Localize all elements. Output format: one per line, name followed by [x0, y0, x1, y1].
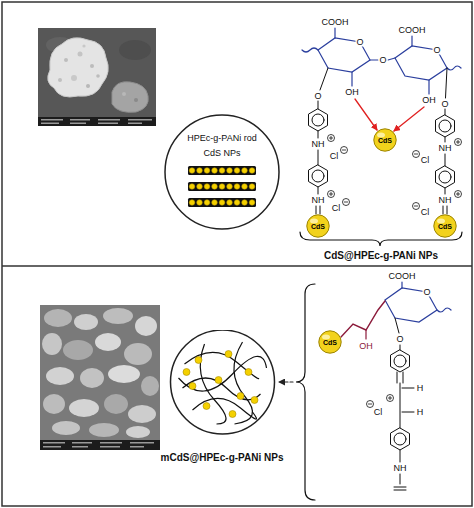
nanoparticle-dot — [212, 200, 218, 206]
chem-label: H — [417, 408, 424, 417]
chem-label: OH — [422, 96, 436, 105]
chem-label: NH — [394, 464, 407, 473]
nanoparticle-dot — [242, 184, 248, 190]
chem-label: Cl — [374, 408, 383, 417]
chem-label: O — [432, 46, 441, 55]
chem-label: O — [422, 288, 431, 297]
nanoparticle-dot — [219, 184, 225, 190]
nanoparticle-dot — [197, 184, 203, 190]
chem-label: O — [314, 92, 321, 101]
nanoparticle-dot — [245, 369, 252, 376]
chem-label: O — [396, 335, 403, 344]
chem-label: Cl — [332, 204, 341, 213]
magnified-circle — [164, 114, 280, 230]
chem-label: O — [378, 56, 387, 65]
nanoparticle-dot — [227, 200, 233, 206]
sem-image-bottom — [40, 305, 160, 450]
nanoparticle-dot — [195, 357, 202, 364]
nanoparticle-dot — [251, 397, 258, 404]
nanoparticle-dot — [197, 168, 203, 174]
nanoparticle-dot — [229, 411, 236, 418]
nanoparticle-dot — [249, 200, 255, 206]
polymer-chain — [192, 398, 256, 419]
nanoparticle-dot — [183, 369, 190, 376]
nanoparticle-dot — [242, 168, 248, 174]
zoom-label: CdS NPs — [203, 149, 240, 158]
polymer-rod — [188, 182, 256, 191]
chem-label: NH — [439, 196, 452, 205]
sem-image-top — [38, 28, 156, 126]
cds-sphere: CdS — [433, 214, 457, 238]
nanoparticle-dot — [234, 168, 240, 174]
chem-label: O — [441, 100, 448, 109]
nanoparticle-dot — [204, 168, 210, 174]
magnified-circle — [158, 330, 287, 466]
magnified-view: HPEc-g-PANi rodCdS NPs — [164, 114, 280, 230]
nanoparticle-dot — [189, 383, 196, 390]
chem-label: Cl — [421, 208, 430, 217]
sphere-body — [319, 331, 341, 353]
divider — [2, 265, 472, 267]
cds-sphere: CdS — [318, 330, 342, 354]
nanoparticle-dot — [234, 200, 240, 206]
cds-sphere: CdS — [373, 128, 397, 152]
zoom-heading: mCdS@HPEc-g-PANi NPs — [161, 453, 284, 463]
nanoparticle-dot — [197, 200, 203, 206]
nanoparticle-dot — [237, 393, 244, 400]
nanoparticle-dot — [219, 168, 225, 174]
sphere-body — [434, 215, 456, 237]
nanoparticle-dot — [203, 403, 210, 410]
chem-label: H — [417, 384, 424, 393]
magnified-view: mCdS@HPEc-g-PANi NPs — [158, 330, 287, 466]
nanoparticle-dot — [225, 351, 232, 358]
nanoparticle-dot — [242, 200, 248, 206]
nanoparticle-dot — [227, 168, 233, 174]
nanoparticle-dot — [234, 184, 240, 190]
nanoparticle-dot — [189, 184, 195, 190]
nanoparticle-dot — [204, 200, 210, 206]
charge-symbols — [328, 135, 462, 408]
nanoparticle-dot — [249, 184, 255, 190]
chem-label: O — [355, 38, 364, 47]
nanoparticle-dot — [189, 200, 195, 206]
polymer-rod — [188, 166, 256, 175]
sphere-body — [307, 215, 329, 237]
polymer-chain — [184, 352, 258, 378]
nanoparticle-dot — [204, 184, 210, 190]
polymer-chain — [233, 342, 252, 424]
chem-label: CdS@HPEc-g-PANi NPs — [324, 251, 438, 261]
polymer-rod — [188, 198, 256, 207]
nanoparticle-dot — [212, 184, 218, 190]
cds-sphere: CdS — [306, 214, 330, 238]
sphere-label: CdS — [323, 339, 337, 346]
nanoparticle-dot — [212, 168, 218, 174]
chem-label: NH — [312, 196, 325, 205]
nanoparticle-dot — [227, 184, 233, 190]
sphere-body — [374, 129, 396, 151]
chem-label: OH — [345, 88, 359, 97]
chem-label: Cl — [421, 156, 430, 165]
chem-label: NH — [439, 144, 452, 153]
top-structure — [300, 28, 462, 246]
nanoparticle-dot — [219, 200, 225, 206]
polymer-chain — [178, 356, 266, 391]
chem-label: NH — [312, 140, 325, 149]
nanoparticle-dot — [189, 168, 195, 174]
sphere-label: CdS — [438, 223, 452, 230]
chem-label: Cl — [330, 152, 339, 161]
chem-label: COOH — [389, 272, 416, 281]
sphere-label: CdS — [378, 137, 392, 144]
circle-outline — [165, 115, 279, 229]
nanoparticle-dot — [249, 168, 255, 174]
chem-label: COOH — [322, 18, 349, 27]
zoom-label: HPEc-g-PANi rod — [187, 134, 256, 143]
chem-label: OH — [359, 342, 373, 351]
sphere-label: CdS — [311, 223, 325, 230]
chem-label: COOH — [399, 26, 426, 35]
circle-outline — [170, 330, 274, 434]
nanoparticle-dot — [215, 377, 222, 384]
bottom-structure — [279, 282, 451, 500]
